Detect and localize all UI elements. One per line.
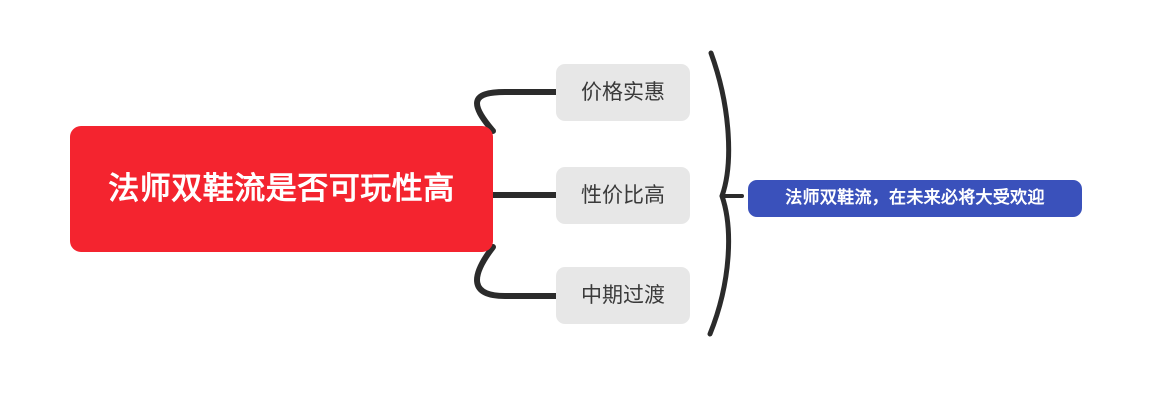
- branch-node-price[interactable]: 价格实惠: [556, 64, 690, 121]
- root-node[interactable]: 法师双鞋流是否可玩性高: [70, 126, 493, 252]
- group-brace: [707, 50, 732, 337]
- connector-root-to-branch-0: [474, 89, 559, 134]
- conclusion-node[interactable]: 法师双鞋流，在未来必将大受欢迎: [748, 180, 1082, 217]
- branch-node-transition[interactable]: 中期过渡: [556, 267, 690, 324]
- connector-root-to-branch-2: [474, 244, 559, 299]
- branch-node-value[interactable]: 性价比高: [556, 167, 690, 224]
